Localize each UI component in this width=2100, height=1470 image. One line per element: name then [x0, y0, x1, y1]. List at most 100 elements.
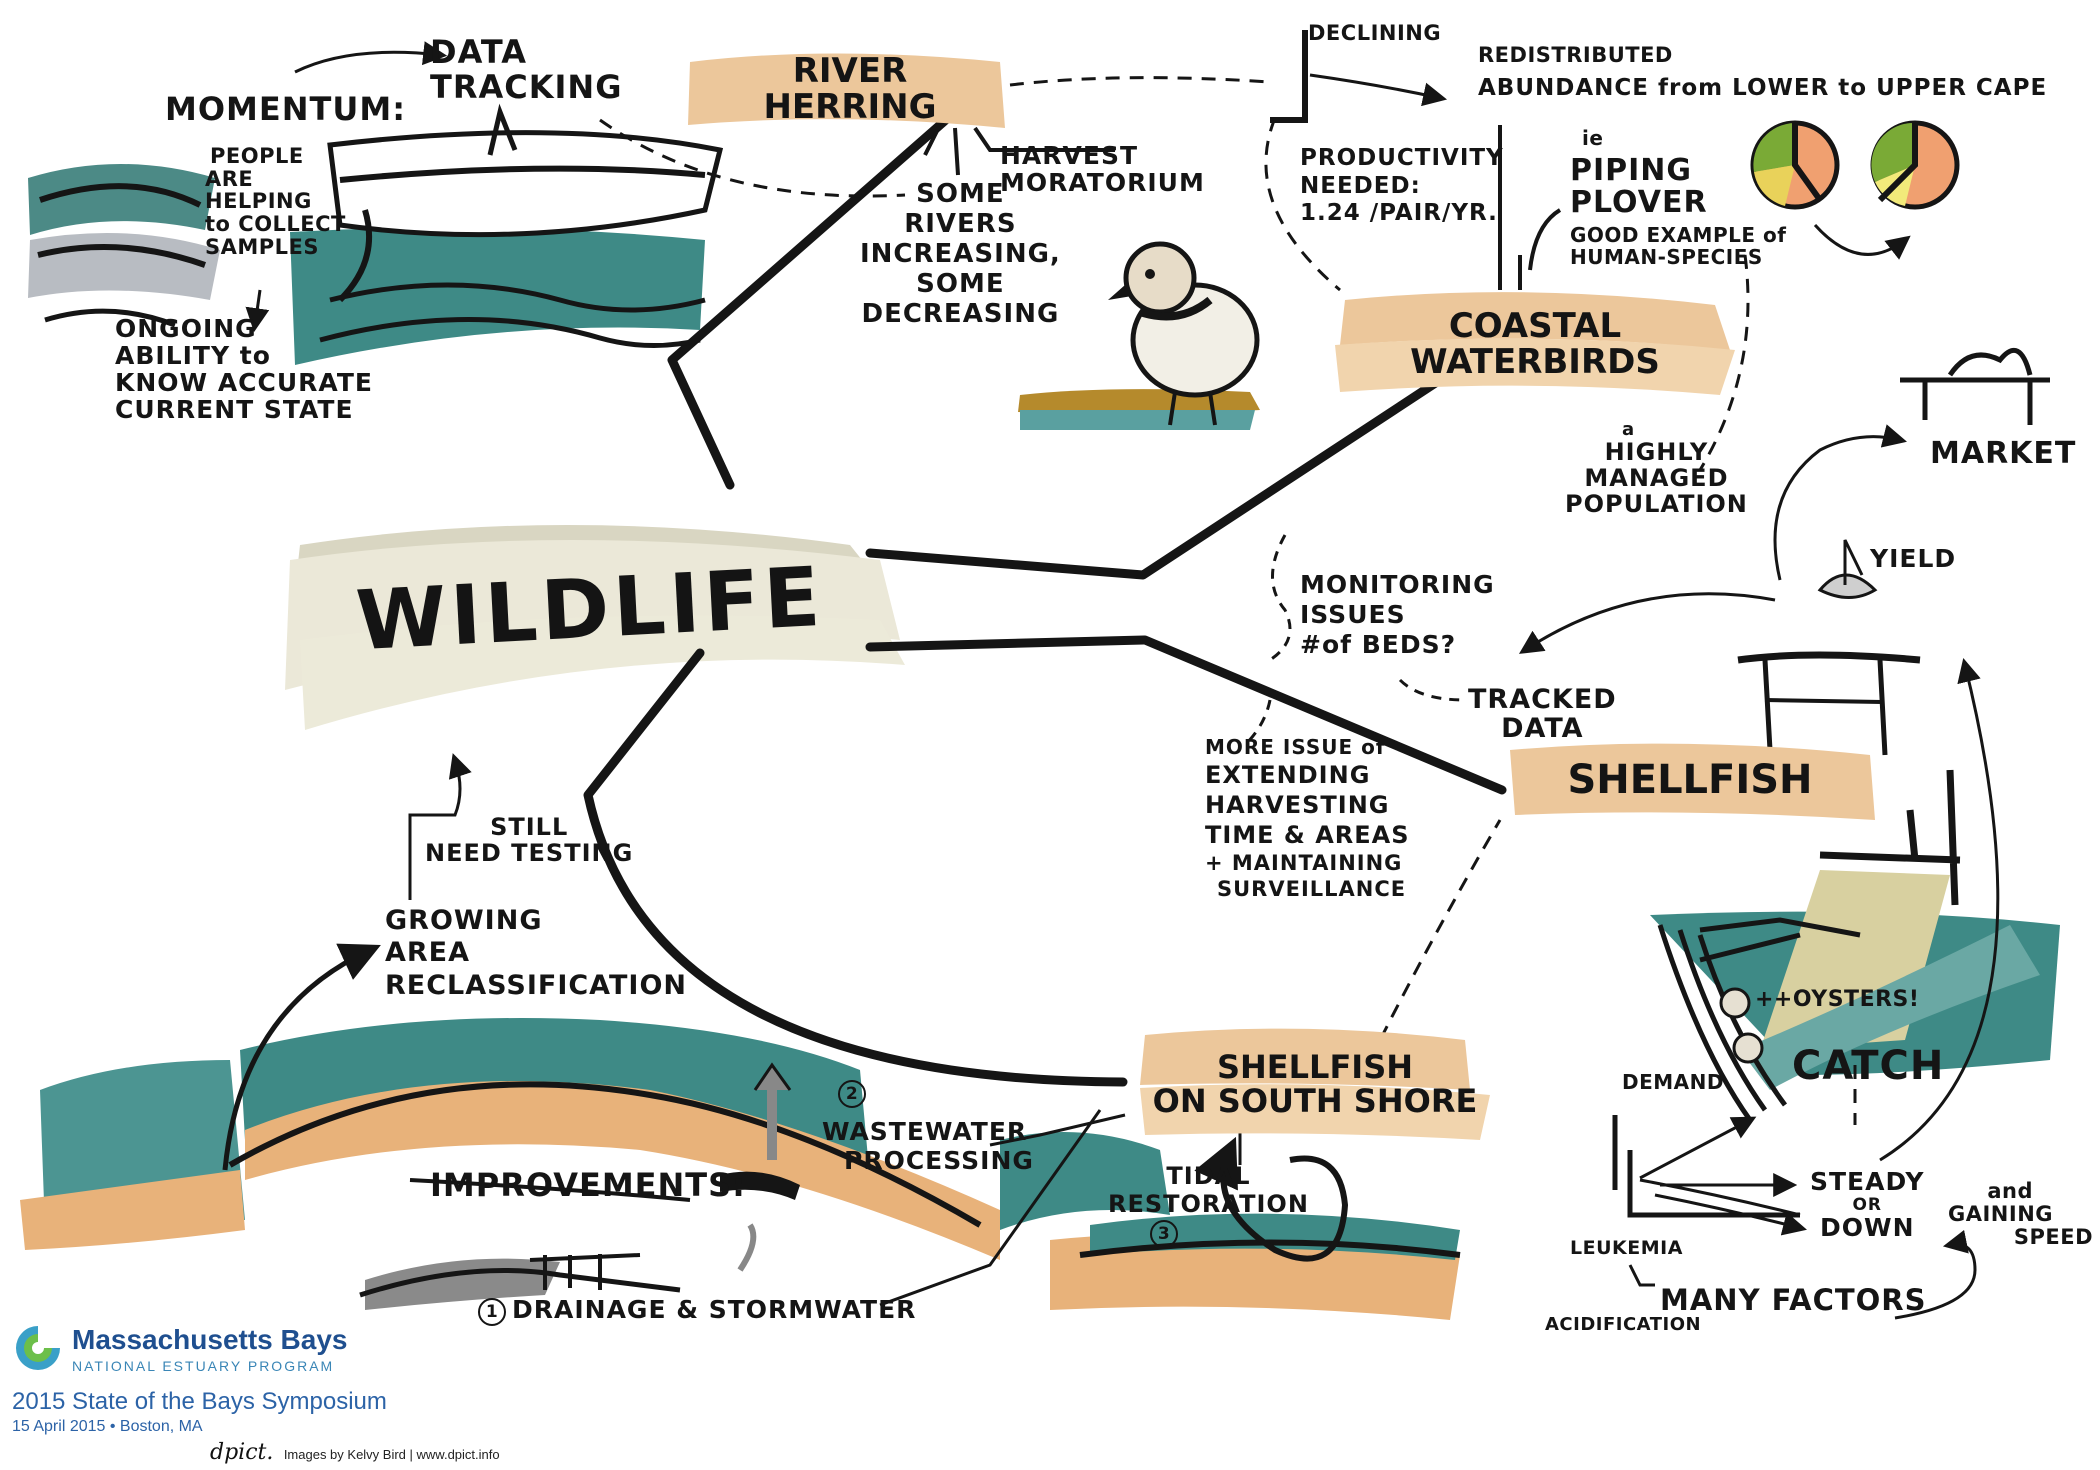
piping-line2: PLOVER [1570, 185, 1708, 221]
ongoing-line2: ABILITY to [115, 341, 271, 370]
people-line4: to COLLECT [205, 212, 346, 237]
coastal-waterbirds-title-box: COASTAL WATERBIRDS [1340, 295, 1730, 395]
rivers-line4: SOME [916, 268, 1005, 299]
productivity-line2: NEEDED: [1300, 172, 1421, 199]
south-shore-coastline [20, 753, 1502, 1320]
more-issue-line4: TIME & AREAS [1205, 821, 1410, 849]
ongoing-line1: ONGOING [115, 314, 257, 343]
ongoing-ability-note: ONGOING ABILITY to KNOW ACCURATE CURRENT… [115, 315, 373, 423]
tidal-line1: TIDAL [1166, 1162, 1251, 1190]
dpict-signature: dpict. [210, 1440, 274, 1465]
number-2-badge: 2 [838, 1080, 866, 1108]
piping-plover-label: PIPING PLOVER [1570, 153, 1708, 221]
south-shore-banner-brush [1140, 1028, 1490, 1140]
declining-graph [1009, 30, 1750, 471]
still-line2: NEED TESTING [425, 838, 634, 867]
monitoring-line2: ISSUES [1300, 600, 1406, 629]
more-issue-line6: SURVEILLANCE [1217, 877, 1407, 902]
south-shore-title-line1: SHELLFISH [1216, 1048, 1414, 1087]
credit-text: Images by Kelvy Bird | www.dpict.info [283, 1447, 500, 1462]
tidal-restoration-note: TIDAL RESTORATION [1108, 1162, 1309, 1218]
wildlife-title: WILDLIFE [353, 549, 827, 670]
number-1-badge: 1 [478, 1298, 506, 1326]
monitoring-line3: #of BEDS? [1300, 630, 1457, 659]
river-herring-banner-brush [688, 53, 1115, 176]
wastewater-note: WASTEWATER PROCESSING [822, 1117, 1034, 1176]
people-helping-note: PEOPLE ARE HELPING to COLLECT SAMPLES [205, 145, 346, 258]
river-herring-title: RIVER HERRING [763, 51, 937, 127]
drainage-label: DRAINAGE & STORMWATER [512, 1295, 917, 1324]
tracked-line1: TRACKED [1468, 684, 1617, 715]
gaining-speed-note: and GAINING SPEED [1948, 1179, 2094, 1250]
growing-line1: GROWING [385, 905, 543, 936]
people-line5: SAMPLES [205, 234, 320, 259]
momentum-heading: MOMENTUM: [165, 90, 406, 128]
river-herring-title-box: RIVER HERRING [690, 50, 1010, 130]
image-credit: dpict. Images by Kelvy Bird | www.dpict.… [210, 1440, 500, 1465]
monitoring-note: MONITORING ISSUES #of BEDS? [1300, 570, 1495, 660]
people-line3: HELPING [205, 189, 312, 214]
rivers-line3: INCREASING, [860, 238, 1061, 269]
people-line1: PEOPLE [210, 144, 304, 168]
harvest-moratorium-note: HARVEST MORATORIUM [1000, 142, 1205, 196]
leukemia-label: LEUKEMIA [1570, 1237, 1683, 1259]
demand-label: DEMAND [1622, 1070, 1724, 1094]
coastal-waterbirds-title: COASTAL WATERBIRDS [1410, 306, 1660, 382]
acidification-label: ACIDIFICATION [1545, 1314, 1702, 1335]
rivers-note: SOME RIVERS INCREASING, SOME DECREASING [860, 179, 1061, 329]
wildlife-banner-brush [285, 525, 905, 730]
declining-label: DECLINING [1308, 21, 1442, 45]
productivity-note: PRODUCTIVITY NEEDED: 1.24 /PAIR/YR. [1300, 145, 1504, 228]
piping-ie: ie [1582, 126, 1604, 150]
many-factors-label: MANY FACTORS [1660, 1283, 1927, 1317]
good-example-line1: GOOD EXAMPLE of [1570, 223, 1787, 247]
gaining-line1: and [1987, 1179, 2034, 1203]
monitoring-line1: MONITORING [1300, 570, 1495, 599]
harvest-line2: MORATORIUM [1000, 168, 1205, 197]
catch-label: CATCH [1792, 1043, 1945, 1089]
abundance-label: ABUNDANCE from LOWER to UPPER CAPE [1478, 75, 2048, 101]
tracked-line2: DATA [1501, 713, 1584, 745]
steady-line3: DOWN [1820, 1213, 1915, 1243]
productivity-line1: PRODUCTIVITY [1300, 145, 1504, 171]
tidal-line2: RESTORATION [1108, 1189, 1309, 1218]
rivers-line2: RIVERS [904, 208, 1017, 239]
south-shore-title-box: SHELLFISH on SOUTH SHORE [1140, 1030, 1490, 1140]
data-tracking-label: DATA TRACKING [430, 35, 622, 104]
momentum-sketch [28, 41, 906, 365]
data-tracking-line1: DATA [430, 33, 527, 71]
more-issue-line3: HARVESTING [1205, 791, 1390, 819]
growing-area-note: GROWING AREA RECLASSIFICATION [385, 905, 687, 1002]
good-example-line2: HUMAN-SPECIES [1570, 244, 1763, 269]
demand-graph [1612, 1115, 1977, 1320]
trunk-branches [583, 113, 1507, 1087]
still-testing-note: STILL NEED TESTING [425, 814, 634, 867]
shellfish-title-box: SHELLFISH [1510, 745, 1870, 815]
more-issue-line1: MORE ISSUE of [1205, 735, 1386, 759]
data-tracking-line2: TRACKING [430, 67, 623, 106]
improvements-label: IMPROVEMENTS: [430, 1166, 746, 1204]
pie-charts [1750, 120, 1960, 260]
piping-line1: PIPING [1570, 153, 1693, 188]
market-label: MARKET [1930, 436, 2077, 471]
managed-line1: HIGHLY [1604, 438, 1709, 466]
more-issue-line5: + MAINTAINING [1205, 851, 1403, 875]
event-date-place: 15 April 2015 • Boston, MA [12, 1418, 203, 1435]
org-name: Massachusetts Bays [72, 1324, 348, 1355]
shellfish-title: SHELLFISH [1567, 757, 1813, 803]
piping-plover-bird [1018, 241, 1260, 430]
event-name: 2015 State of the Bays Symposium [12, 1388, 387, 1415]
yield-table [1243, 534, 1921, 756]
managed-line2: MANAGED [1584, 463, 1729, 492]
gaining-line3: SPEED [2013, 1225, 2094, 1250]
growing-line2: AREA [385, 937, 471, 969]
steady-line2: OR [1852, 1194, 1883, 1215]
more-issue-note: MORE ISSUE of EXTENDING HARVESTING TIME … [1205, 735, 1410, 903]
number-3-badge: 3 [1150, 1220, 1178, 1248]
ongoing-line4: CURRENT STATE [115, 395, 354, 424]
steady-line1: STEADY [1810, 1167, 1925, 1196]
market-stall [1773, 347, 2050, 581]
managed-a: a [1622, 419, 1635, 440]
